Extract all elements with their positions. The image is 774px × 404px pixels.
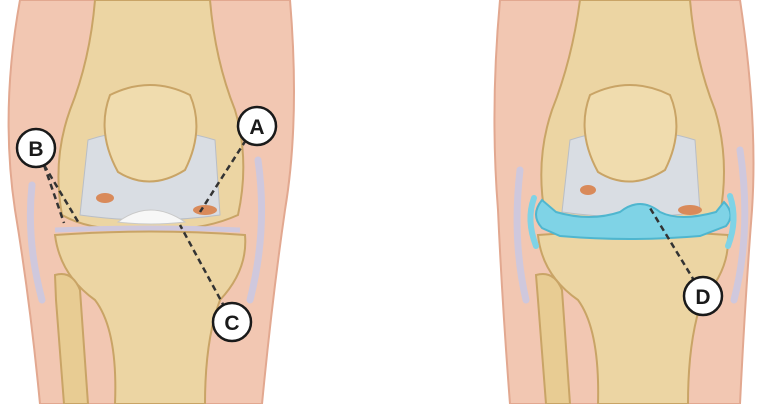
patella (105, 85, 197, 182)
callout-b: B (17, 129, 55, 167)
knee-right-svg: D (490, 0, 774, 404)
bone-erosion-spot (678, 205, 702, 215)
knee-illustration-right: D (490, 0, 774, 404)
patella (585, 85, 677, 182)
bone-erosion-spot (580, 185, 596, 195)
callout-c-label: C (224, 312, 239, 335)
callout-c: C (213, 303, 251, 341)
callout-a-label: A (249, 116, 264, 139)
callout-a: A (238, 107, 276, 145)
callout-d-label: D (695, 286, 710, 309)
bone-erosion-spot (96, 193, 114, 203)
knee-left-svg: A B C (0, 0, 310, 404)
knee-illustration-left: A B C (0, 0, 310, 404)
bone-erosion-spot (193, 205, 217, 215)
callout-d: D (684, 277, 722, 315)
joint-line (55, 228, 240, 230)
callout-b-label: B (28, 138, 43, 161)
